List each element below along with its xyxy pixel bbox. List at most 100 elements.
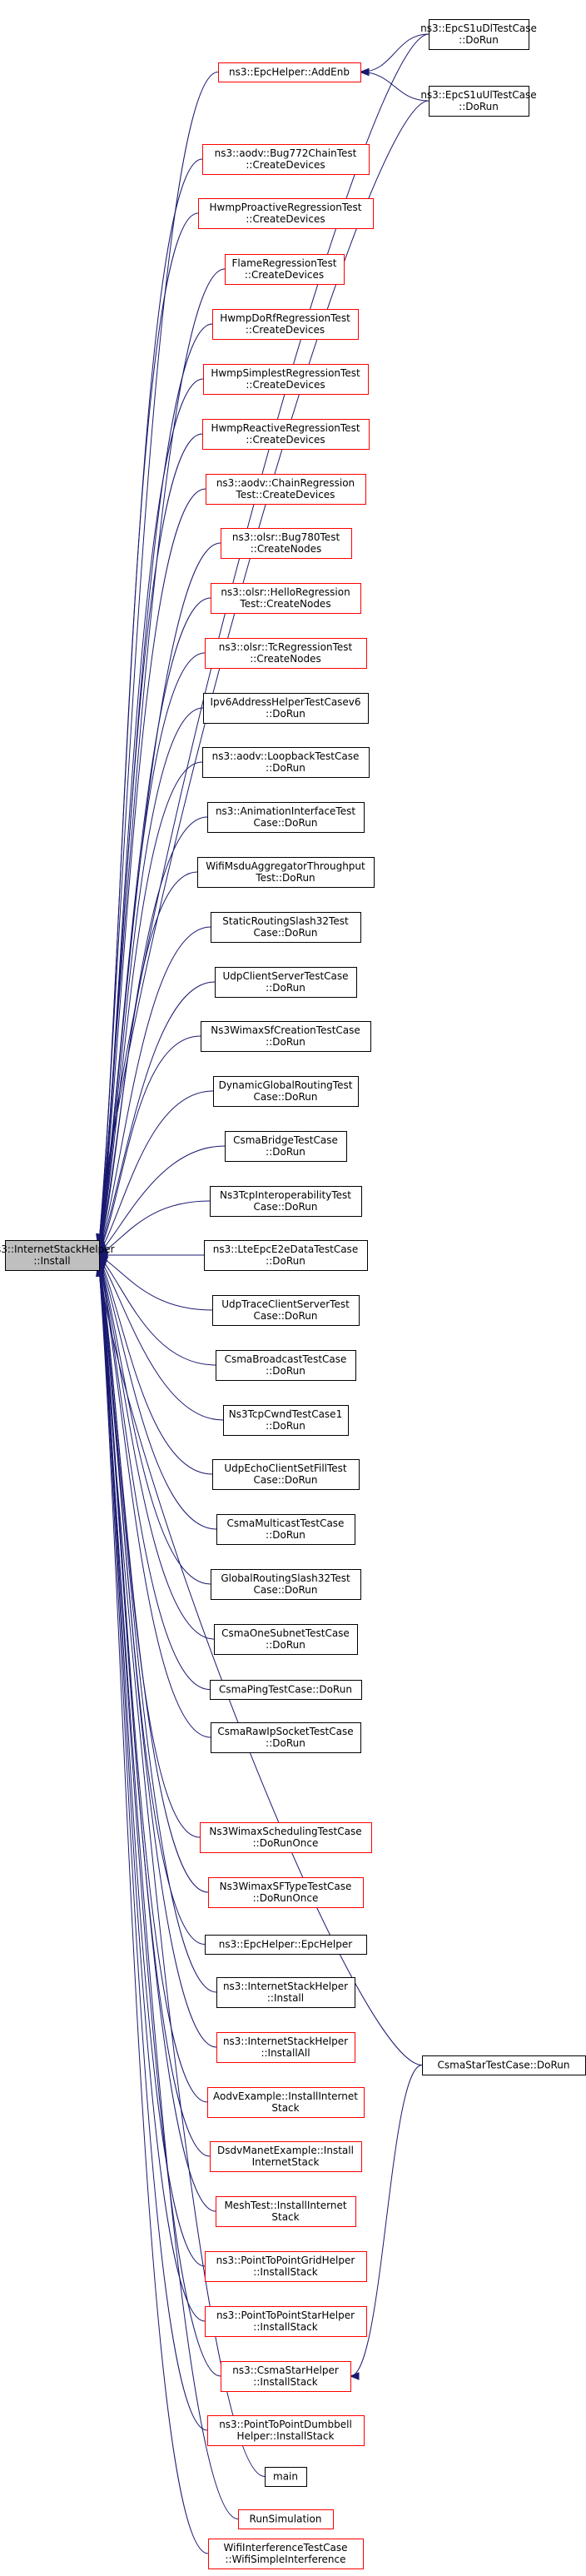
node-aodvloopback[interactable]: ns3::aodv::LoopbackTestCase::DoRun — [202, 747, 370, 778]
node-box — [207, 2415, 365, 2446]
node-s1dl[interactable]: ns3::EpcS1uDlTestCase::DoRun — [420, 19, 537, 50]
node-epchelper[interactable]: ns3::EpcHelper::EpcHelper — [205, 1935, 367, 1955]
node-label-line: ns3::EpcHelper::EpcHelper — [219, 1939, 352, 1951]
node-box — [205, 2251, 367, 2282]
node-label-line: UdpClientServerTestCase — [222, 970, 348, 982]
node-label-line: ::DoRun — [266, 708, 305, 720]
node-label-line: Ns3WimaxSfCreationTestCase — [211, 1024, 360, 1036]
node-box — [212, 1459, 360, 1490]
node-runsim[interactable]: RunSimulation — [238, 2509, 334, 2529]
node-label-line: HwmpReactiveRegressionTest — [211, 422, 360, 434]
node-csmabridge[interactable]: CsmaBridgeTestCase::DoRun — [225, 1131, 347, 1162]
node-label-line: GlobalRoutingSlash32Test — [221, 1572, 350, 1584]
node-label-line: ::InstallAll — [261, 2047, 310, 2059]
node-aodvchain[interactable]: ns3::aodv::ChainRegressionTest::CreateDe… — [206, 474, 366, 505]
node-wimaxsfcreation[interactable]: Ns3WimaxSfCreationTestCase::DoRun — [201, 1021, 371, 1052]
node-udpclientserver[interactable]: UdpClientServerTestCase::DoRun — [215, 967, 357, 998]
edge-meshtest-to-focus — [98, 1266, 216, 2212]
node-label-line: Ipv6AddressHelperTestCasev6 — [210, 696, 360, 708]
node-label-line: Test::DoRun — [255, 872, 315, 884]
edge-udpclientserver-to-focus — [98, 981, 216, 1253]
node-label-line: InternetStack — [252, 2156, 320, 2168]
node-olsrbug780[interactable]: ns3::olsr::Bug780Test::CreateNodes — [221, 528, 352, 559]
node-label-line: Case::DoRun — [253, 1310, 317, 1322]
node-label-line: ::DoRun — [459, 34, 499, 46]
edge-csmastarhelper-to-focus — [98, 1267, 221, 2377]
node-label-line: ::CreateDevices — [246, 434, 325, 446]
node-box — [225, 1131, 347, 1162]
edge-hwmpproactive-to-focus — [98, 212, 199, 1243]
node-csmaonesubnet[interactable]: CsmaOneSubnetTestCase::DoRun — [214, 1624, 358, 1655]
node-label-line: ::CreateDevices — [246, 213, 325, 225]
node-lteepce2e[interactable]: ns3::LteEpcE2eDataTestCase::DoRun — [204, 1240, 368, 1271]
node-p2pgrid[interactable]: ns3::PointToPointGridHelper::InstallStac… — [205, 2251, 367, 2282]
edge-addenb-to-focus — [98, 72, 219, 1243]
node-main[interactable]: main — [265, 2467, 307, 2487]
node-olsrhello[interactable]: ns3::olsr::HelloRegressionTest::CreateNo… — [211, 583, 361, 614]
node-label-line: Case::DoRun — [253, 1474, 317, 1486]
node-csmarawip[interactable]: CsmaRawIpSocketTestCase::DoRun — [211, 1722, 361, 1753]
edge-animiface-to-focus — [98, 816, 208, 1250]
node-hwmpreactive[interactable]: HwmpReactiveRegressionTest::CreateDevice… — [202, 419, 370, 450]
edge-csmaonesubnet-to-focus — [98, 1259, 215, 1640]
node-ishinstallall[interactable]: ns3::InternetStackHelper::InstallAll — [216, 2032, 355, 2063]
node-wimaxscheduling[interactable]: Ns3WimaxSchedulingTestCase::DoRunOnce — [200, 1822, 372, 1853]
edge-dynglobal-to-focus — [98, 1090, 214, 1253]
node-addenb[interactable]: ns3::EpcHelper::AddEnb — [218, 62, 361, 82]
node-box — [218, 62, 361, 82]
edge-wifiinterference-to-focus — [98, 1267, 209, 2554]
node-wimaxsftype[interactable]: Ns3WimaxSFTypeTestCase::DoRunOnce — [208, 1877, 364, 1908]
node-csmastartest[interactable]: CsmaStarTestCase::DoRun — [422, 2055, 586, 2075]
node-label-line: ns3::olsr::Bug780Test — [232, 531, 340, 543]
node-box — [210, 1680, 362, 1700]
node-box — [205, 638, 367, 669]
node-csmaping[interactable]: CsmaPingTestCase::DoRun — [210, 1680, 362, 1700]
node-hwmpdorf[interactable]: HwmpDoRfRegressionTest::CreateDevices — [212, 309, 359, 340]
node-p2pstar[interactable]: ns3::PointToPointStarHelper::InstallStac… — [205, 2306, 367, 2337]
edge-csmabridge-to-focus — [98, 1145, 226, 1254]
nodes: ns3::InternetStackHelper::Installns3::Ep… — [0, 19, 586, 2569]
edge-hwmpreactive-to-focus — [98, 433, 203, 1246]
node-label-line: ns3::PointToPointStarHelper — [216, 2309, 355, 2321]
node-flame[interactable]: FlameRegressionTest::CreateDevices — [225, 254, 345, 285]
node-ns3tcpcwnd[interactable]: Ns3TcpCwndTestCase1::DoRun — [223, 1405, 349, 1436]
edge-wifimsdu-to-focus — [98, 871, 198, 1251]
node-csmamulticast[interactable]: CsmaMulticastTestCase::DoRun — [216, 1514, 355, 1545]
node-hwmpproactive[interactable]: HwmpProactiveRegressionTest::CreateDevic… — [198, 198, 374, 229]
node-label-line: ::DoRun — [266, 1255, 305, 1267]
node-label-line: ::DoRun — [266, 1365, 305, 1377]
node-label-line: Case::DoRun — [253, 1091, 317, 1103]
node-wifiinterference[interactable]: WifiInterferenceTestCase::WifiSimpleInte… — [208, 2539, 364, 2569]
node-label-line: ::Install — [267, 1992, 304, 2004]
node-box — [5, 1240, 100, 1271]
node-olsrtc[interactable]: ns3::olsr::TcRegressionTest::CreateNodes — [205, 638, 367, 669]
node-label-line: ns3::PointToPointDumbbell — [219, 2419, 352, 2430]
node-label-line: ns3::olsr::TcRegressionTest — [219, 641, 353, 653]
node-box — [211, 912, 361, 943]
node-bug772[interactable]: ns3::aodv::Bug772ChainTest::CreateDevice… — [202, 144, 370, 175]
node-box — [198, 198, 374, 229]
node-csmabroadcast[interactable]: CsmaBroadcastTestCase::DoRun — [216, 1350, 356, 1381]
node-label-line: UdpEchoClientSetFillTest — [224, 1462, 347, 1474]
node-ishinstall[interactable]: ns3::InternetStackHelper::Install — [216, 1977, 355, 2008]
node-box — [265, 2467, 307, 2487]
node-csmastarhelper[interactable]: ns3::CsmaStarHelper::InstallStack — [221, 2361, 351, 2392]
arrowhead-s1ul-to-focus — [96, 1233, 104, 1244]
node-hwmpsimplest[interactable]: HwmpSimplestRegressionTest::CreateDevice… — [203, 364, 369, 395]
node-ipaddrv6[interactable]: Ipv6AddressHelperTestCasev6::DoRun — [203, 693, 369, 724]
node-focus[interactable]: ns3::InternetStackHelper::Install — [0, 1240, 115, 1271]
edge-ns3tcpcwnd-to-focus — [98, 1257, 224, 1421]
node-s1ul[interactable]: ns3::EpcS1uUlTestCase::DoRun — [420, 86, 537, 117]
node-p2pdumbbell[interactable]: ns3::PointToPointDumbbellHelper::Install… — [207, 2415, 365, 2446]
